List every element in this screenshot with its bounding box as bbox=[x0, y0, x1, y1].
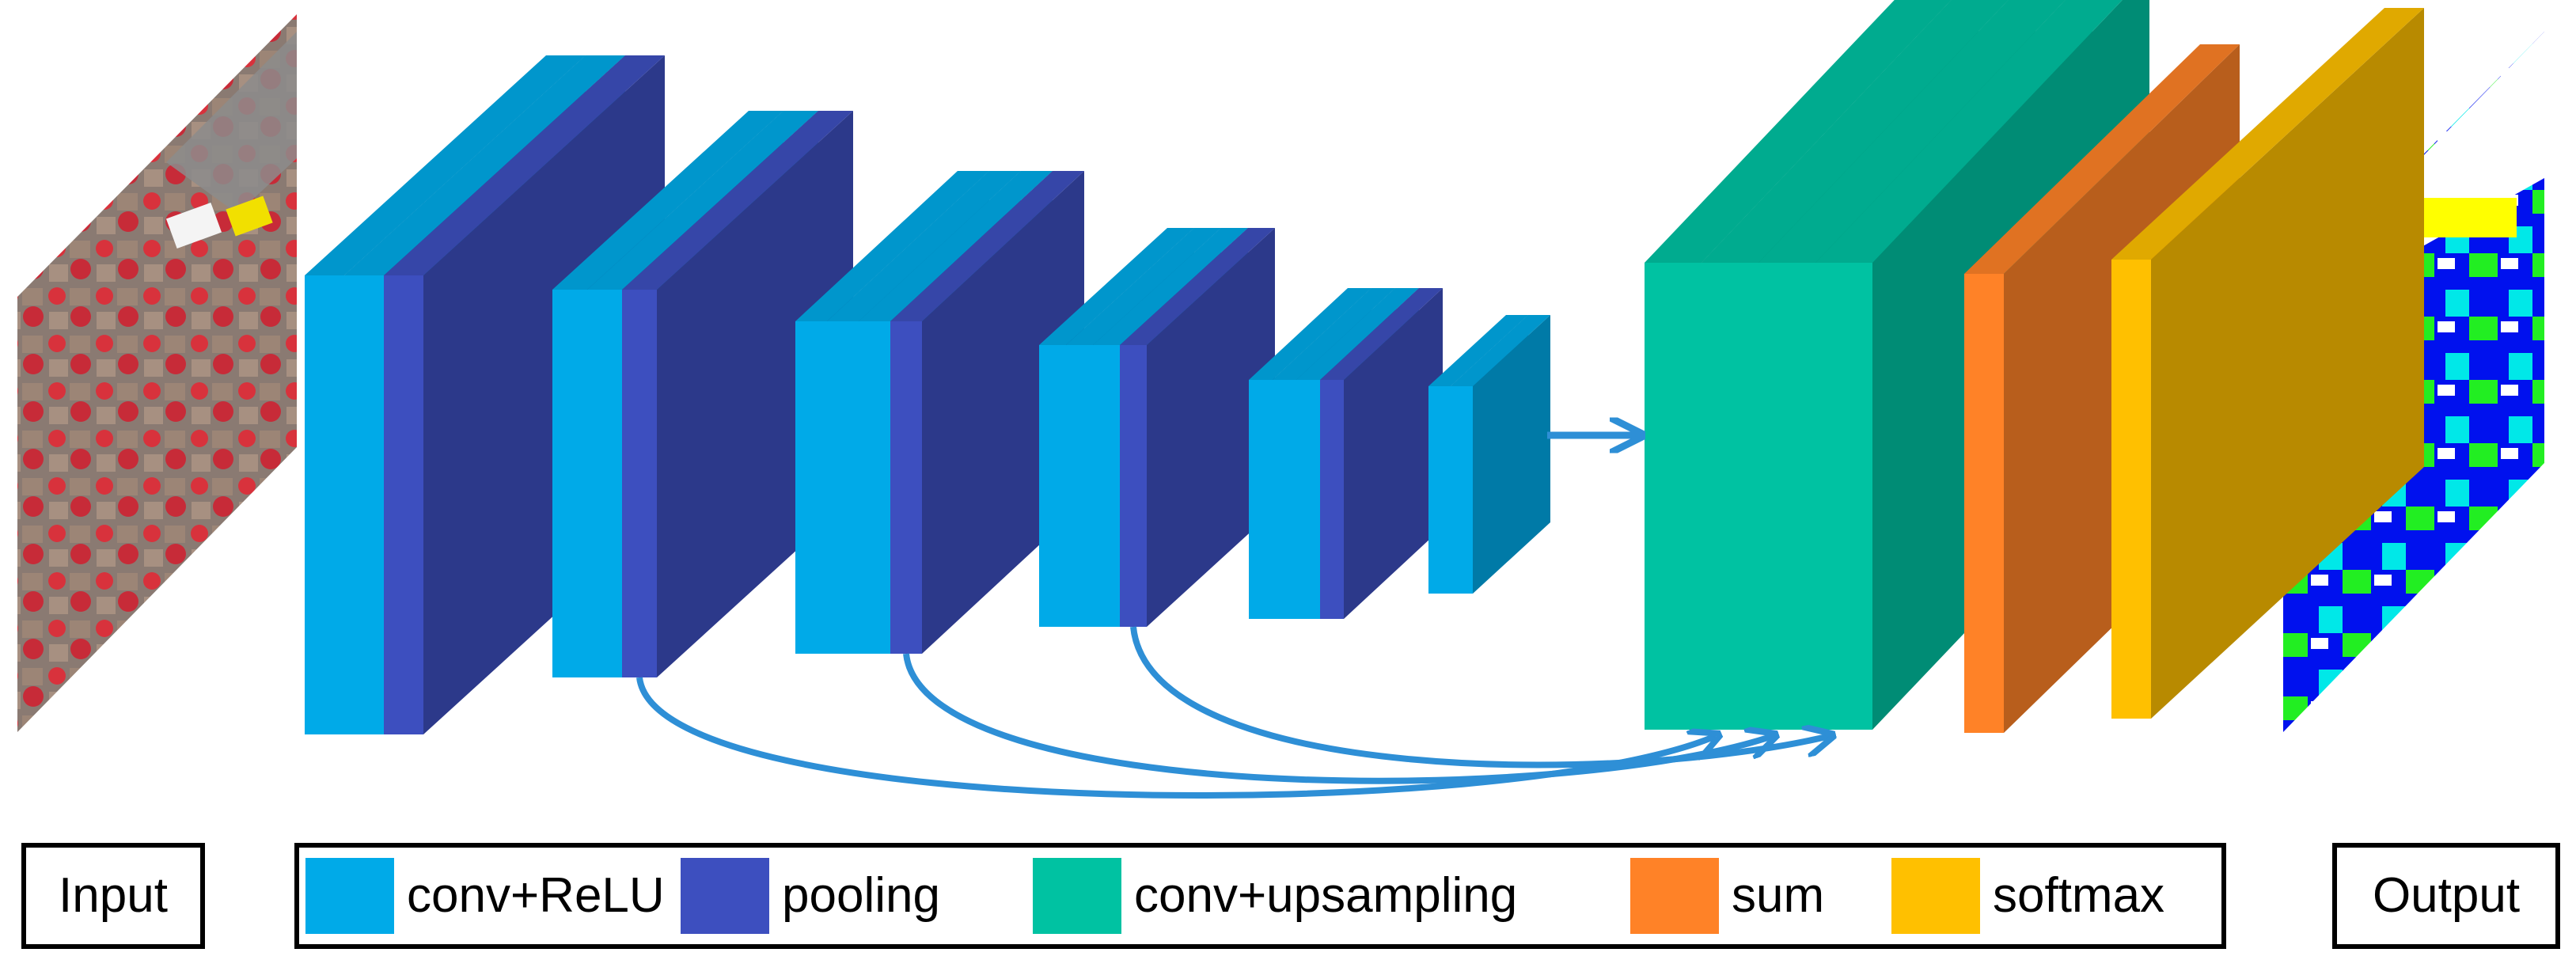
network-layers bbox=[305, 0, 2424, 734]
input-box: Input bbox=[21, 843, 205, 949]
legend-swatch bbox=[1630, 858, 1719, 934]
legend-swatch bbox=[1891, 858, 1980, 934]
legend-item: conv+ReLU bbox=[305, 858, 665, 934]
legend-swatch bbox=[681, 858, 769, 934]
skip-connections bbox=[636, 626, 1830, 799]
legend-item: pooling bbox=[681, 858, 940, 934]
input-label: Input bbox=[59, 868, 168, 923]
legend-label: sum bbox=[1732, 868, 1824, 923]
output-box: Output bbox=[2332, 843, 2560, 949]
encoder-5-pool-layer bbox=[1320, 288, 1443, 619]
legend: conv+ReLU pooling conv+upsampling sum softma… bbox=[294, 843, 2226, 949]
output-image-yellow-region bbox=[2422, 198, 2517, 237]
encoder-4-pool-layer bbox=[1120, 228, 1275, 627]
legend-label: pooling bbox=[782, 868, 940, 923]
legend-label: conv+upsampling bbox=[1134, 868, 1517, 923]
legend-item: sum bbox=[1630, 858, 1824, 934]
output-label: Output bbox=[2373, 868, 2520, 923]
legend-label: softmax bbox=[1993, 868, 2164, 923]
input-image-car-yellow bbox=[226, 195, 273, 237]
input-image-road bbox=[166, 32, 297, 214]
legend-swatch bbox=[1033, 858, 1121, 934]
encoder-6-conv-layer bbox=[1451, 315, 1550, 594]
legend-item: softmax bbox=[1891, 858, 2164, 934]
skip-connection-arrow bbox=[1130, 626, 1830, 768]
input-image-car-white bbox=[165, 202, 222, 249]
legend-item: conv+upsampling bbox=[1033, 858, 1517, 934]
softmax-layer bbox=[2111, 8, 2424, 719]
legend-label: conv+ReLU bbox=[407, 868, 665, 923]
legend-swatch bbox=[305, 858, 394, 934]
